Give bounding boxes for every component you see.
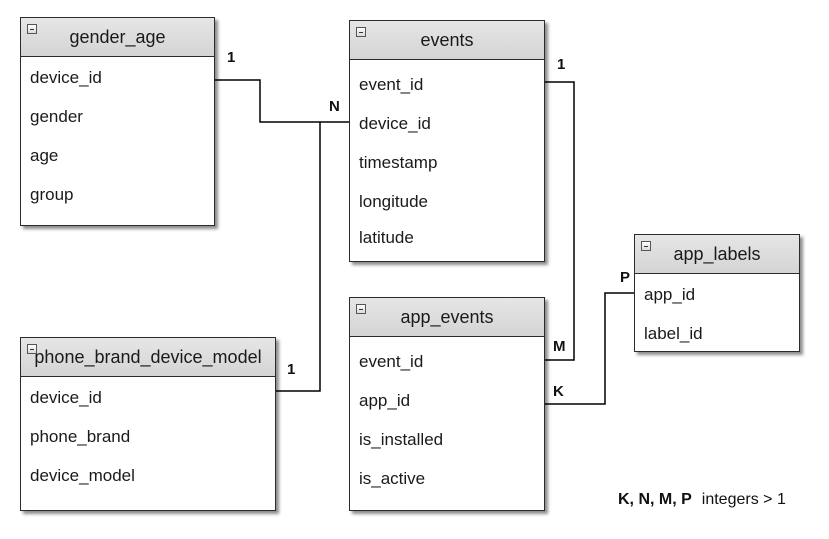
cardinality-app-labels-p: P (620, 269, 631, 286)
entity-header: events (350, 21, 544, 60)
entity-header: app_labels (635, 235, 799, 274)
field-age: age (30, 146, 59, 165)
field-is-installed: is_installed (359, 430, 444, 449)
field-gender: gender (30, 107, 83, 126)
cardinality-phone-brand-one: 1 (287, 361, 296, 378)
collapse-icon[interactable] (356, 27, 366, 37)
connector-events-app-events (545, 81, 575, 361)
field-device-model: device_model (30, 466, 135, 485)
cardinality-events-one: 1 (557, 56, 566, 73)
cardinality-app-events-k: K (553, 383, 564, 400)
connector-app-events-app-labels (545, 292, 634, 405)
cardinality-gender-age-one: 1 (227, 49, 236, 66)
cardinality-app-events-m: M (553, 338, 566, 355)
entity-title: app_events (400, 306, 494, 327)
entity-phone-brand-device-model[interactable]: phone_brand_device_model device_id phone… (20, 337, 276, 511)
field-event-id: event_id (359, 352, 424, 371)
legend-keys: K, N, M, P (618, 491, 692, 508)
cardinality-events-n: N (329, 98, 340, 115)
cardinality-legend: K, N, M, P integers > 1 (618, 491, 786, 509)
field-app-id: app_id (644, 285, 696, 304)
collapse-icon[interactable] (27, 24, 37, 34)
field-app-id: app_id (359, 391, 411, 410)
field-device-id: device_id (30, 68, 102, 87)
field-is-active: is_active (359, 469, 426, 488)
field-label-id: label_id (644, 324, 703, 343)
entity-header: phone_brand_device_model (21, 338, 275, 377)
entity-gender-age[interactable]: gender_age device_id gender age group (20, 17, 215, 226)
entity-title: events (420, 29, 474, 50)
entity-title: gender_age (69, 26, 166, 47)
legend-text: integers > 1 (701, 491, 786, 508)
field-event-id: event_id (359, 75, 424, 94)
entity-title: phone_brand_device_model (34, 346, 262, 367)
field-group: group (30, 185, 74, 204)
entity-app-events[interactable]: app_events event_id app_id is_installed … (349, 297, 545, 511)
entity-title: app_labels (673, 243, 761, 264)
entity-header: app_events (350, 298, 544, 337)
collapse-icon[interactable] (27, 344, 37, 354)
field-device-id: device_id (30, 388, 102, 407)
field-timestamp: timestamp (359, 153, 438, 172)
collapse-icon[interactable] (641, 241, 651, 251)
field-phone-brand: phone_brand (30, 427, 131, 446)
field-longitude: longitude (359, 192, 429, 211)
connector-phone-brand-events (276, 122, 321, 392)
field-latitude: latitude (359, 228, 414, 247)
entity-events[interactable]: events event_id device_id timestamp long… (349, 20, 545, 262)
collapse-icon[interactable] (356, 304, 366, 314)
entity-app-labels[interactable]: app_labels app_id label_id (634, 234, 800, 352)
field-device-id: device_id (359, 114, 431, 133)
connector-gender-age-events (215, 79, 349, 123)
entity-header: gender_age (21, 18, 214, 57)
